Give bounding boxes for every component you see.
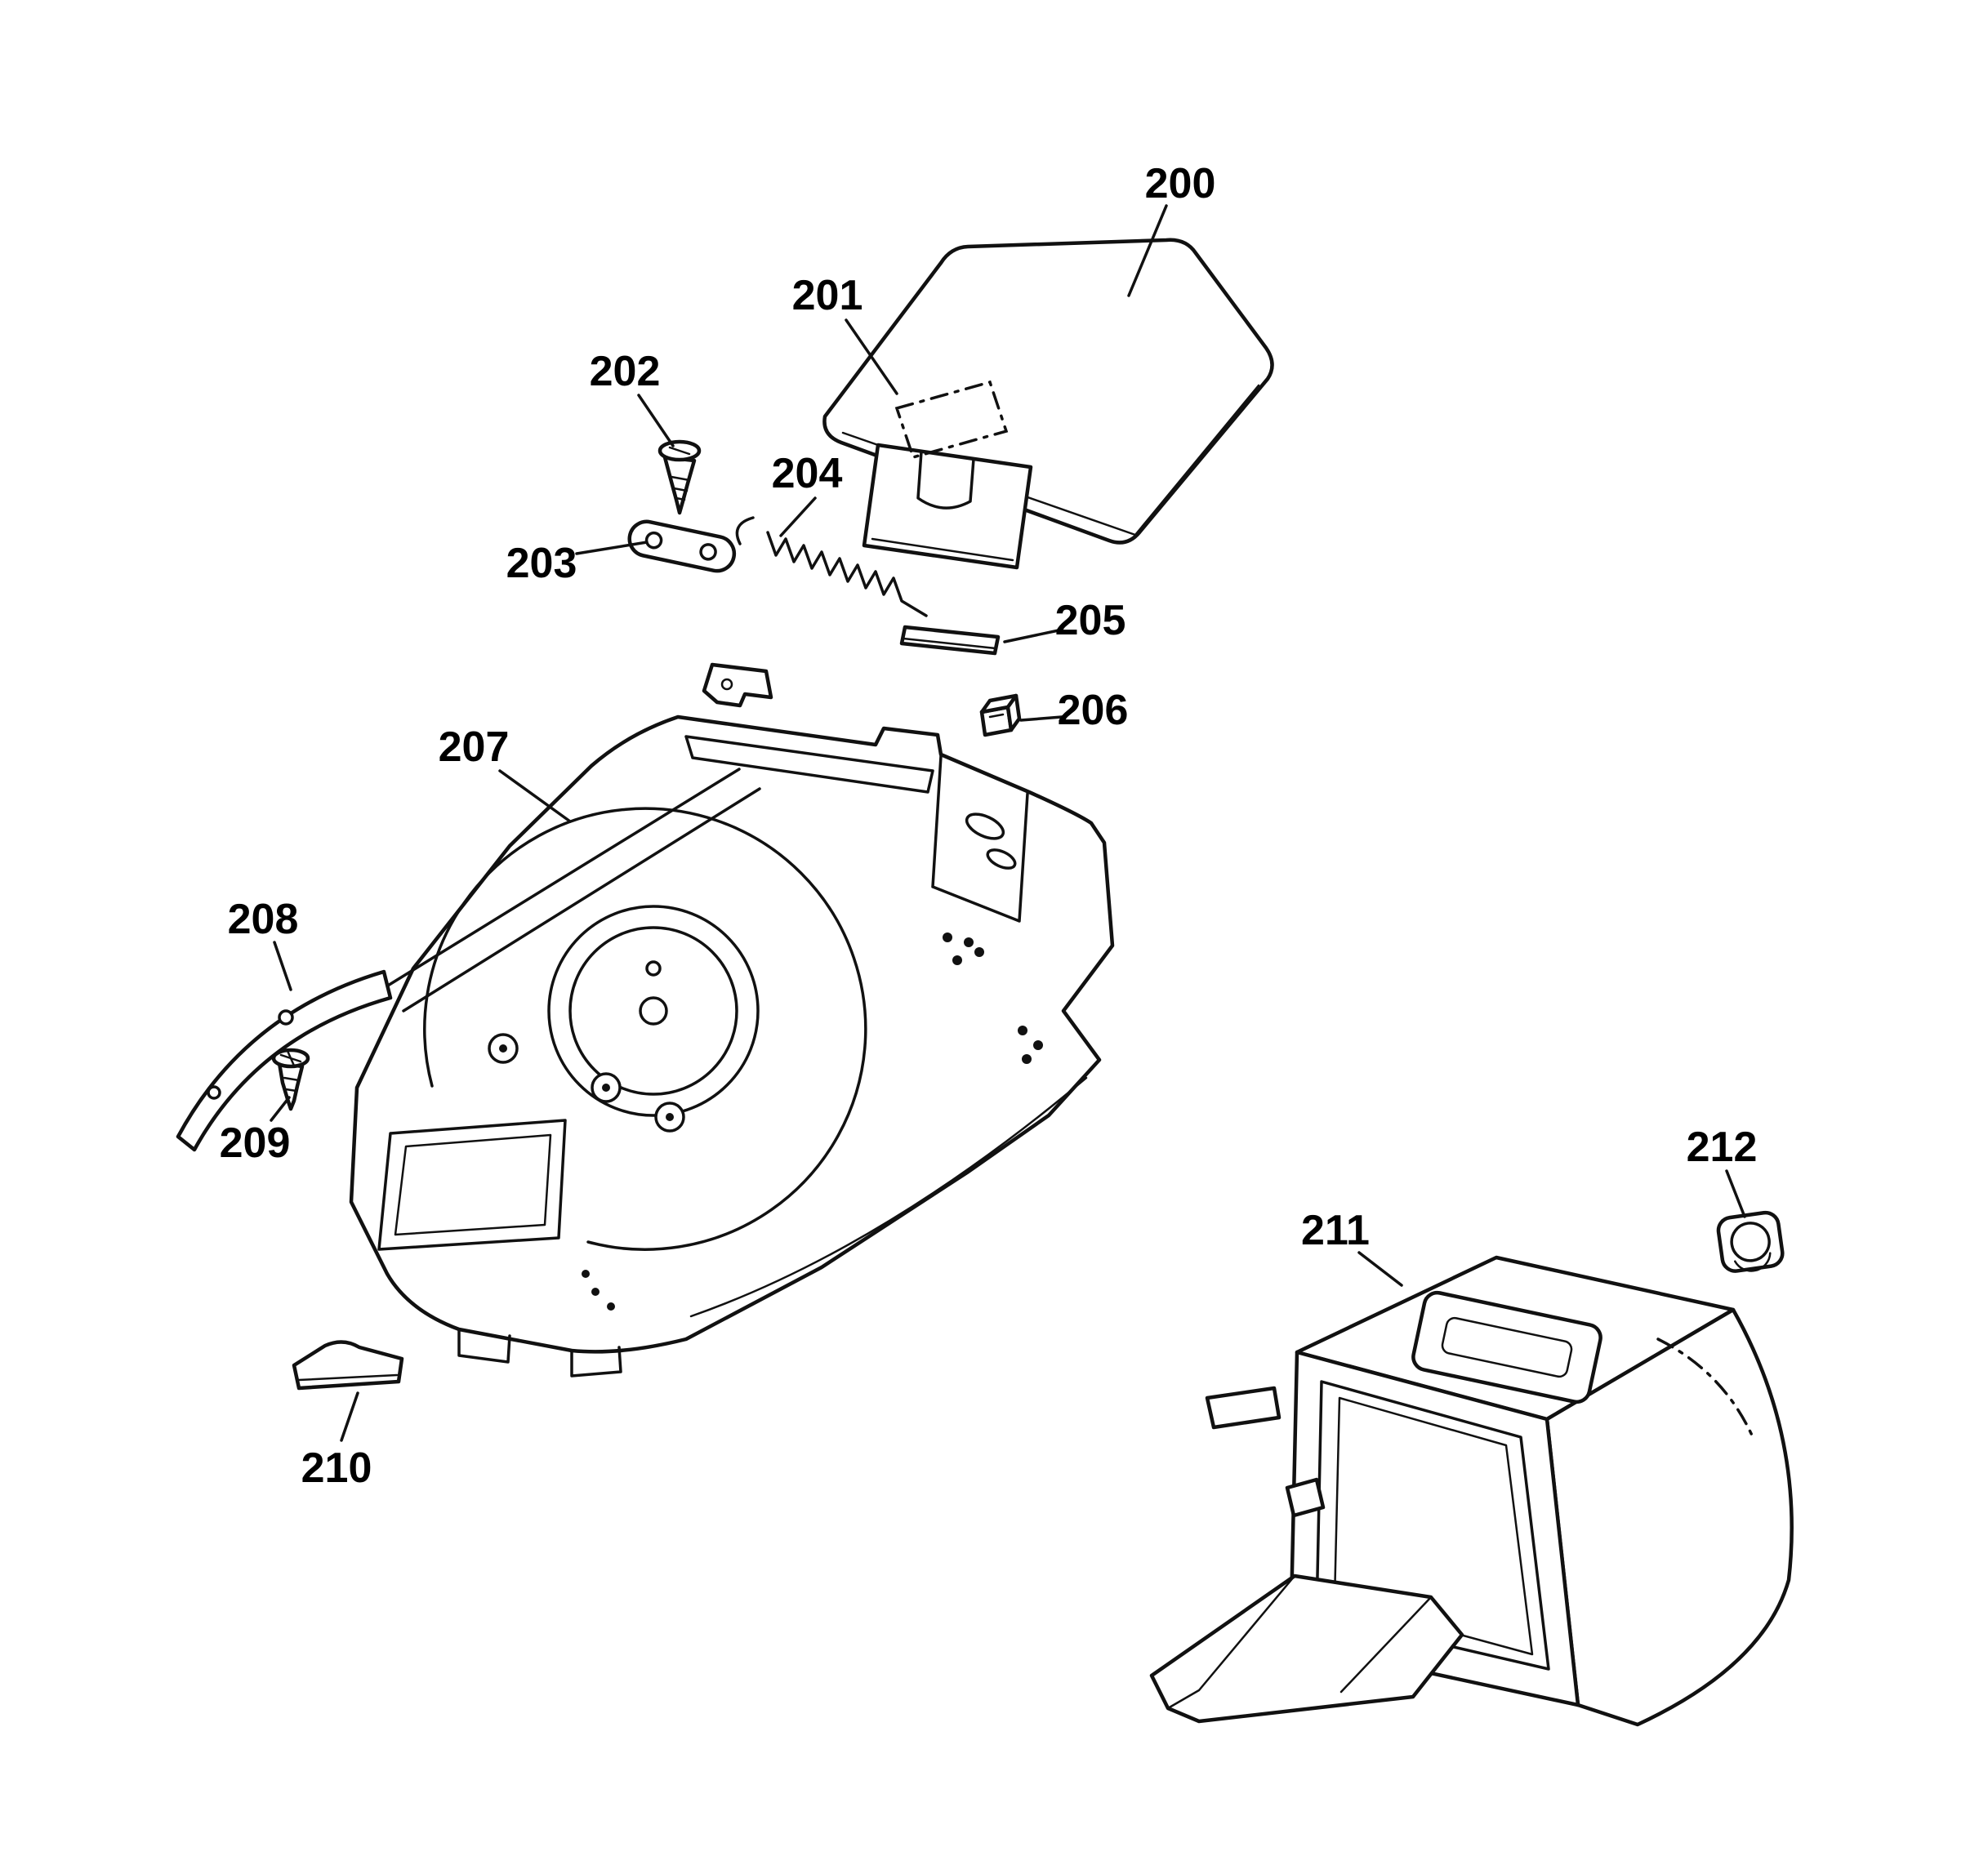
- part-201-label-decal: [894, 380, 1009, 460]
- part-204-spring: [735, 516, 928, 617]
- part-200-rear-cover: [822, 238, 1274, 570]
- part-211-grass-box: [1149, 1255, 1794, 1727]
- part-202-screw: [657, 439, 702, 515]
- part-210-strip: [292, 1340, 404, 1391]
- callout-209: 209: [220, 1119, 291, 1167]
- part-208-trim-strip: [176, 969, 393, 1152]
- callout-202: 202: [590, 348, 661, 395]
- part-206-clip: [979, 693, 1022, 737]
- part-212-cap: [1716, 1210, 1785, 1273]
- callout-208: 208: [228, 896, 299, 943]
- callout-labels: 200 201 202 203 204 205 206 207 208 209 …: [220, 160, 1758, 1492]
- callout-205: 205: [1055, 597, 1126, 644]
- callout-210: 210: [301, 1444, 372, 1492]
- part-209-screw: [271, 1048, 310, 1111]
- callout-207: 207: [439, 723, 510, 771]
- callout-leader-lines: [270, 204, 1746, 1442]
- callout-201: 201: [792, 272, 863, 319]
- callout-200: 200: [1145, 160, 1216, 207]
- callout-203: 203: [506, 540, 577, 587]
- callout-206: 206: [1058, 687, 1129, 734]
- part-207-deck-housing: [349, 662, 1115, 1378]
- callout-212: 212: [1687, 1124, 1758, 1171]
- part-203-link-plate: [627, 519, 737, 573]
- callout-204: 204: [772, 450, 843, 497]
- callout-211: 211: [1301, 1207, 1370, 1254]
- part-205-strip: [899, 625, 1001, 656]
